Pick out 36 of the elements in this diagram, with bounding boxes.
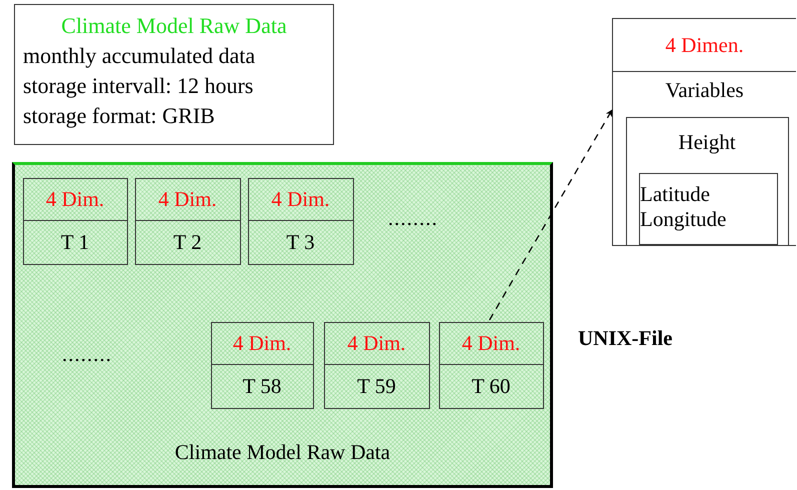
time-step-box [248,178,354,264]
box-label: Latitude Longitude [640,182,728,232]
nested-box [626,116,788,246]
info-line: storage format: GRIB [23,102,216,130]
time-step-box [22,178,128,264]
file-type-label: UNIX-File [578,326,672,351]
dashed-arrow [488,109,613,320]
structure-box [612,18,796,246]
time-step-label: T 3 [286,230,315,254]
box-label: Height [678,130,736,154]
time-step-label: T 58 [242,374,282,398]
dimension-label: 4 Dim. [347,330,406,356]
ellipsis-label: ........ [62,342,112,367]
dimension-label: 4 Dim. [232,330,292,356]
nested-box [639,173,778,245]
info-line: monthly accumulated data [23,42,256,70]
dimension-label: 4 Dim. [158,186,217,212]
time-step-label: T 60 [472,374,510,398]
time-step-box [438,322,544,408]
info-title: Climate Model Raw Data [60,12,288,40]
time-step-box [134,178,240,264]
time-step-box [324,322,430,408]
frame-caption: Climate Model Raw Data [174,440,392,465]
dimension-label: 4 Dim. [462,330,520,356]
dimension-label: 4 Dimen. [665,32,744,58]
time-step-label: T 1 [60,230,90,254]
dimension-label: 4 Dim. [271,186,330,212]
data-file-frame [12,162,553,488]
time-step-box [210,322,314,408]
dimension-label: 4 Dim. [46,186,104,212]
variables-label: Variables [665,78,744,102]
ellipsis-label: ........ [388,206,438,231]
time-step-label: T 59 [357,374,396,398]
info-box [14,4,334,145]
info-line: storage intervall: 12 hours [23,72,254,100]
time-step-label: T 2 [173,230,202,254]
